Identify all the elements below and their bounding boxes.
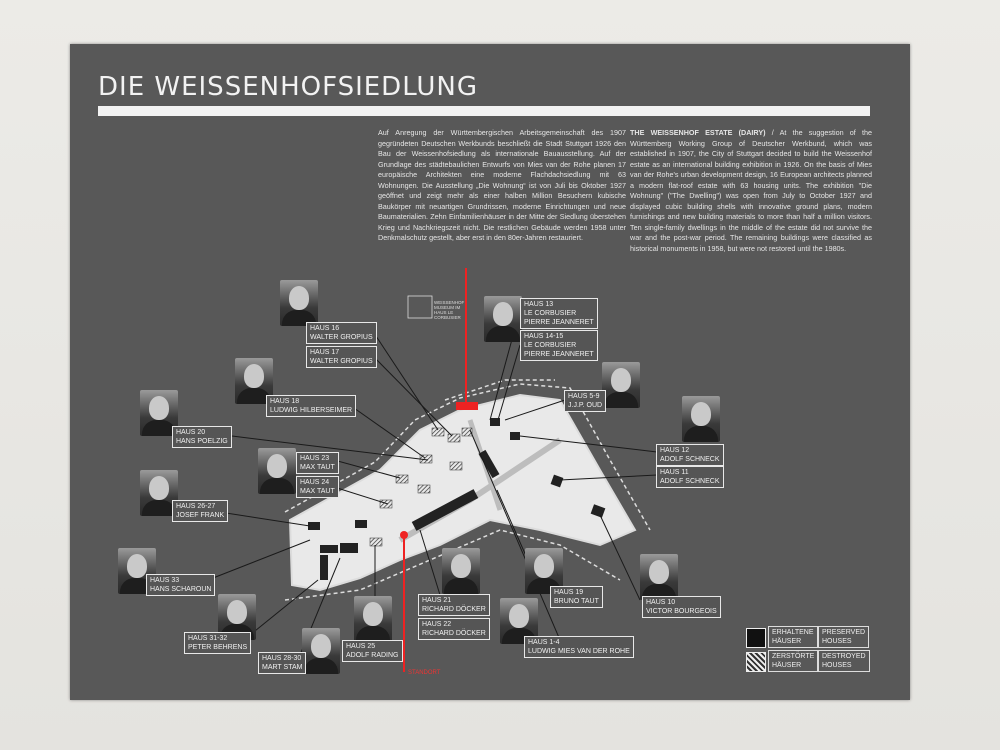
portrait-josef-frank [140,470,178,516]
portrait-max-taut [258,448,296,494]
location-marker-label: STANDORT [408,670,441,676]
portrait-richard-docker [442,548,480,594]
portrait-victor-bourgeois [640,554,678,600]
portrait-jjp-oud [602,362,640,408]
portrait-mart-stam [302,628,340,674]
text-english-heading: THE WEISSENHOF ESTATE (DAIRY) [630,128,766,137]
portrait-le-corbusier [484,296,522,342]
text-english: THE WEISSENHOF ESTATE (DAIRY) / At the s… [630,128,872,254]
portrait-adolf-schneck [682,396,720,442]
text-english-body: / At the suggestion of the Württemberg W… [630,128,872,253]
portrait-hans-poelzig [140,390,178,436]
legend-preserved-swatch [746,628,766,648]
title-underline [98,106,870,116]
portrait-walter-gropius [280,280,318,326]
legend-destroyed-swatch [746,652,766,672]
museum-logo-text: WEISSENHOF MUSEUM IM HAUS LE CORBUSIER [434,300,465,320]
portrait-adolf-rading [354,596,392,642]
sign-title: DIE WEISSENHOFSIEDLUNG [98,72,479,102]
text-german: Auf Anregung der Württembergischen Arbei… [378,128,626,242]
